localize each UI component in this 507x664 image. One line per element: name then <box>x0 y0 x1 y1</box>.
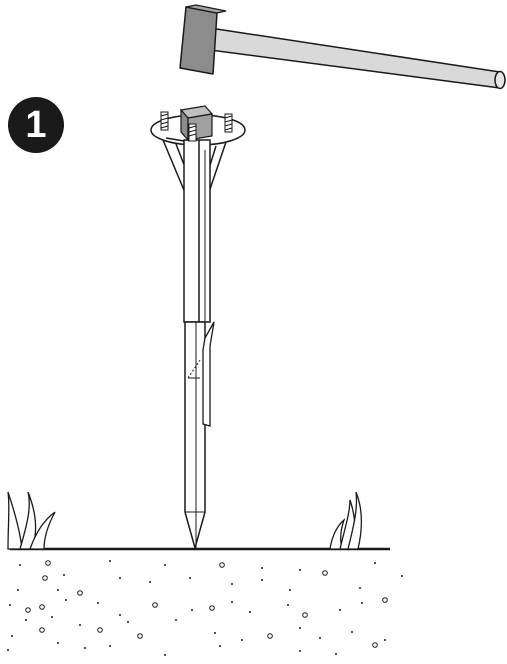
grass-tuft-icon <box>8 492 55 549</box>
soil-speckle <box>323 571 328 576</box>
soil-speckle <box>19 564 21 566</box>
soil-speckle <box>11 635 13 637</box>
soil-speckle <box>175 619 177 621</box>
soil-speckle <box>119 614 121 616</box>
soil-speckle <box>373 643 378 648</box>
grass-tuft-icon <box>330 492 362 549</box>
soil-speckle <box>7 649 9 651</box>
soil-speckle <box>351 631 353 633</box>
soil-speckle <box>261 567 263 569</box>
soil-speckle <box>26 608 31 613</box>
soil-speckle <box>287 604 289 606</box>
soil-speckle <box>149 581 151 583</box>
soil-speckle <box>119 577 121 579</box>
soil-speckle <box>401 575 403 577</box>
soil-speckle <box>249 611 251 613</box>
ground-stake <box>151 106 245 548</box>
soil-speckle <box>46 561 51 566</box>
soil-speckle <box>339 609 341 611</box>
soil-speckle <box>51 616 53 618</box>
soil-speckle <box>383 598 388 603</box>
hammer-handle <box>210 28 505 89</box>
soil-speckle <box>109 645 111 647</box>
mount-cube <box>181 106 212 140</box>
soil-speckle <box>299 650 301 652</box>
soil-speckle <box>63 574 65 576</box>
soil-speckle <box>335 653 337 655</box>
soil-speckle <box>359 587 361 589</box>
step-number-badge: 1 <box>8 97 64 153</box>
soil-speckle <box>43 576 48 581</box>
soil-speckle <box>231 601 233 603</box>
soil-speckle <box>220 563 225 568</box>
soil-speckle <box>384 639 386 641</box>
soil-speckle <box>57 642 59 644</box>
soil-speckle <box>299 627 301 629</box>
soil-speckle <box>303 613 308 618</box>
stake-clip <box>203 322 214 426</box>
soil-speckle <box>374 562 376 564</box>
soil-speckle <box>84 647 86 649</box>
hammer-head <box>180 5 226 74</box>
soil-speckle <box>97 602 99 604</box>
soil-speckle <box>164 654 166 656</box>
step-number: 1 <box>25 104 47 146</box>
soil-speckle <box>241 639 243 641</box>
soil-speckle <box>109 560 111 562</box>
soil-speckle <box>79 624 81 626</box>
soil-speckle <box>98 628 103 633</box>
soil-speckle <box>57 589 59 591</box>
soil-speckle <box>319 637 321 639</box>
stake-lower-spike <box>185 322 205 548</box>
soil-speckle <box>138 634 143 639</box>
soil-speckle <box>164 564 166 566</box>
soil-speckle <box>25 619 27 621</box>
soil-speckle <box>268 634 273 639</box>
soil-speckle <box>189 577 191 579</box>
soil-speckle <box>214 632 216 634</box>
soil-speckle <box>9 604 11 606</box>
soil-speckle <box>191 609 193 611</box>
soil-speckle <box>65 599 67 601</box>
stake-upper-tube <box>184 140 210 322</box>
soil-speckle <box>361 602 363 604</box>
soil-speckle <box>78 591 83 596</box>
soil-speckle <box>153 603 158 608</box>
soil-speckle <box>17 589 19 591</box>
soil-speckle <box>210 606 215 611</box>
soil-speckle <box>289 589 291 591</box>
soil-ground <box>7 560 403 656</box>
soil-speckle <box>40 628 45 633</box>
soil-speckle <box>219 645 221 647</box>
soil-speckle <box>299 569 301 571</box>
soil-speckle <box>231 583 233 585</box>
hammer-icon <box>180 5 505 89</box>
soil-speckle <box>40 605 45 610</box>
soil-speckle <box>127 621 129 623</box>
plate-studs <box>161 112 232 141</box>
soil-speckle <box>261 579 263 581</box>
